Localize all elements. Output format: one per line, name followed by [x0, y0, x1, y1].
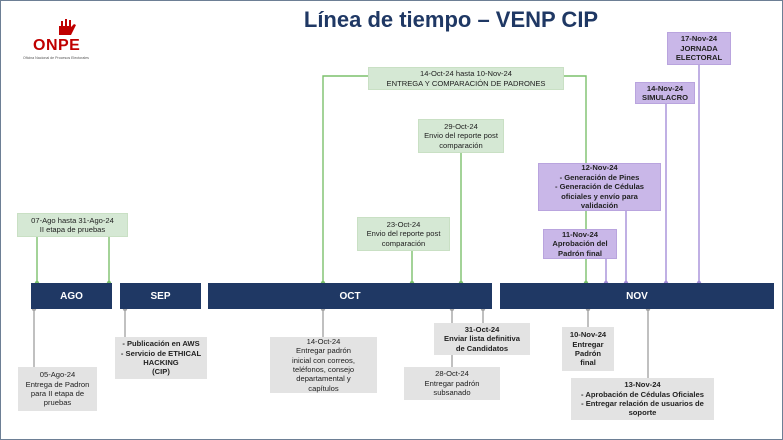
event-text-line: - Generación de Pines	[559, 172, 640, 182]
event-text-line: 05-Ago-24	[39, 370, 76, 380]
event-text-line: de Candidatos	[455, 343, 509, 353]
event-text-line: Padrón final	[558, 248, 602, 258]
event-text-line: 13-Nov-24	[624, 380, 661, 390]
event-text-line: (CIP)	[152, 367, 170, 377]
event-text-line: para II etapa de	[30, 389, 85, 398]
event-box-23-oct: 23-Oct-24 Envio del reporte post compara…	[357, 217, 450, 251]
event-box-31-oct: 31-Oct-24 Enviar lista definitiva de Can…	[434, 323, 530, 355]
event-text-line: subsanado	[433, 388, 471, 398]
event-text-line: SIMULACRO	[642, 93, 688, 102]
event-text-line: oficiales y envío para	[561, 191, 638, 201]
onpe-logo: ONPE Oficina Nacional de Procesos Electo…	[23, 17, 109, 67]
event-text-line: Envio del reporte post	[366, 229, 441, 239]
logo-text: ONPE	[33, 37, 81, 54]
event-text-line: 12-Nov-24	[581, 163, 618, 173]
event-text-line: capítulos	[308, 383, 339, 393]
event-box-28-oct: 28-Oct-24 Entregar padrón subsanado	[404, 367, 500, 400]
event-text-line: comparación	[381, 238, 426, 248]
event-text-line: - Servicio de ETHICAL	[120, 348, 202, 358]
event-text-line: Padrón	[574, 349, 602, 358]
event-text-line: comparación	[439, 140, 483, 150]
ballot-hand-icon	[59, 19, 76, 35]
connector-padrones-start	[322, 75, 368, 283]
event-box-07-ago: 07-Ago hasta 31-Ago-24 II etapa de prueb…	[17, 213, 128, 237]
event-text-line: II etapa de pruebas	[39, 225, 106, 234]
event-box-10-nov: 10-Nov-24 Entregar Padrón final	[562, 327, 614, 371]
event-text-line: 14-Nov-24	[646, 83, 684, 93]
event-text-line: - Entregar relación de usuarios de	[581, 399, 704, 408]
event-text-line: Aprobación del	[552, 239, 608, 249]
event-text-line: inicial con correos,	[292, 355, 355, 365]
event-box-17-nov: 17-Nov-24 JORNADA ELECTORAL	[667, 32, 731, 65]
event-text-line: 23-Oct-24	[386, 219, 421, 229]
event-text-line: JORNADA	[680, 43, 718, 53]
event-text-line: 11-Nov-24	[562, 229, 598, 239]
event-box-14-nov: 14-Nov-24 SIMULACRO	[635, 82, 695, 104]
event-text-line: Enviar lista definitiva	[444, 334, 520, 344]
event-text-line: Entrega de Padron	[25, 379, 90, 389]
event-text-line: departamental y	[296, 374, 351, 384]
event-text-line: - Aprobación de Cédulas Oficiales	[581, 389, 704, 399]
month-bar-ago: AGO	[31, 283, 112, 309]
event-text-line: Entregar padrón	[424, 378, 480, 388]
event-text-line: Entregar	[572, 339, 604, 349]
logo-subtext: Oficina Nacional de Procesos Electorales	[23, 56, 89, 60]
event-box-05-ago: 05-Ago-24 Entrega de Padron para II etap…	[18, 367, 97, 411]
event-text-line: 17-Nov-24	[680, 34, 718, 44]
event-text-line: teléfonos, consejo	[292, 365, 355, 374]
month-bar-nov: NOV	[500, 283, 774, 309]
month-bar-sep: SEP	[120, 283, 201, 309]
event-text-line: 14-Oct-24 hasta 10-Nov-24	[419, 69, 512, 79]
event-text-line: - Publicación en AWS	[122, 339, 200, 349]
event-text-line: 10-Nov-24	[569, 330, 607, 340]
event-box-14-oct-padrones: 14-Oct-24 hasta 10-Nov-24 ENTREGA Y COMP…	[368, 67, 564, 90]
event-text-line: - Generación de Cédulas	[554, 182, 645, 192]
event-text-line: final	[580, 358, 596, 368]
page-title: Línea de tiempo – VENP CIP	[303, 7, 599, 32]
event-text-line: pruebas	[43, 398, 72, 408]
event-text-line: Entregar padrón	[296, 346, 351, 356]
event-box-12-nov: 12-Nov-24 - Generación de Pines - Genera…	[538, 163, 661, 211]
event-box-13-nov: 13-Nov-24 - Aprobación de Cédulas Oficia…	[571, 378, 714, 420]
event-text-line: soporte	[628, 408, 657, 418]
month-bar-oct: OCT	[208, 283, 492, 309]
event-text-line: validación	[580, 201, 619, 211]
event-text-line: 07-Ago hasta 31-Ago-24	[31, 215, 114, 225]
event-box-29-oct: 29-Oct-24 Envio del reporte post compara…	[418, 119, 504, 153]
event-text-line: 31-Oct-24	[464, 324, 500, 334]
event-box-14-oct: 14-Oct-24 Entregar padrón inicial con co…	[270, 337, 377, 393]
event-text-line: 28-Oct-24	[435, 369, 469, 379]
connector-padrones-end	[564, 75, 587, 283]
event-box-11-nov: 11-Nov-24 Aprobación del Padrón final	[543, 229, 617, 259]
event-text-line: 29-Oct-24	[444, 121, 478, 131]
event-text-line: HACKING	[143, 358, 179, 367]
event-text-line: ELECTORAL	[675, 53, 723, 63]
event-text-line: Envio del reporte post	[424, 131, 498, 141]
event-text-line: 14-Oct-24	[306, 336, 341, 346]
event-text-line: ENTREGA Y COMPARACIÓN DE PADRONES	[386, 78, 546, 88]
event-box-aws: - Publicación en AWS - Servicio de ETHIC…	[115, 337, 207, 379]
